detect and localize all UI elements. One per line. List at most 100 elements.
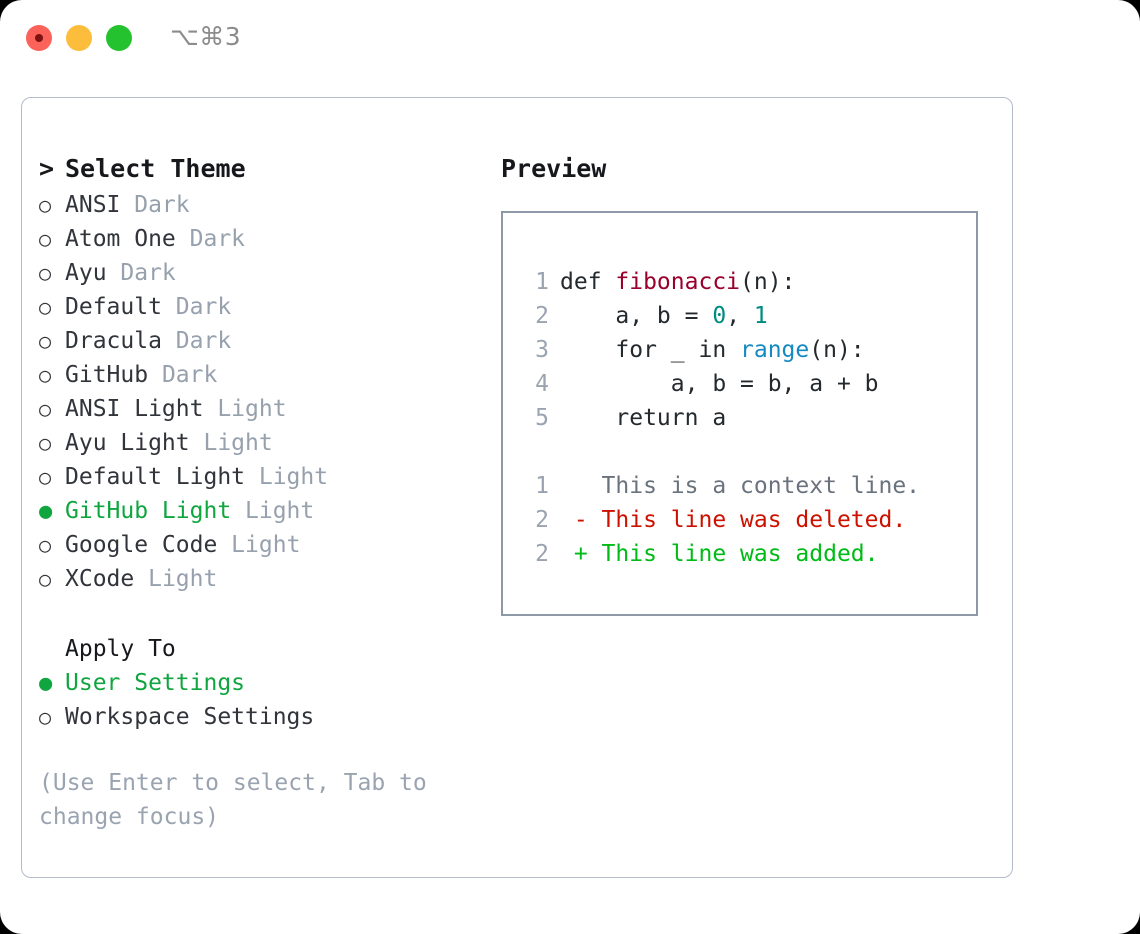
theme-option-variant: Dark	[106, 260, 176, 286]
theme-option-atom-one[interactable]: ○ Atom One Dark	[39, 222, 479, 256]
apply-to-option-label: Workspace Settings	[65, 704, 315, 730]
theme-option-label: Dracula	[65, 328, 162, 354]
radio-unselected-icon: ○	[39, 465, 52, 489]
code-line-number: 2	[535, 303, 549, 329]
theme-option-variant: Light	[189, 430, 273, 456]
radio-unselected-icon: ○	[39, 227, 52, 251]
code-line: 1 def fibonacci(n):	[519, 265, 970, 299]
preview-heading: Preview	[501, 154, 607, 183]
code-token-plain: def	[560, 269, 616, 295]
select-theme-heading: > Select Theme	[39, 150, 479, 188]
code-token-func: fibonacci	[615, 269, 741, 295]
theme-option-ansi-light[interactable]: ○ ANSI Light Light	[39, 392, 479, 426]
radio-unselected-icon: ○	[39, 705, 52, 729]
radio-unselected-icon: ○	[39, 397, 52, 421]
diff-line-content: + This line was added.	[560, 541, 879, 567]
code-token-plain: (n):	[740, 269, 796, 295]
radio-unselected-icon: ○	[39, 533, 52, 557]
code-line-number: 4	[535, 371, 549, 397]
code-token-plain: return a	[560, 405, 727, 431]
select-theme-title: Select Theme	[65, 154, 246, 183]
radio-selected-icon: ●	[39, 671, 53, 696]
code-line: 3 for _ in range(n):	[519, 333, 970, 367]
code-line-number: 1	[535, 269, 549, 295]
keyboard-hint-text: (Use Enter to select, Tab to change focu…	[39, 770, 427, 830]
code-line-content: a, b = b, a + b	[560, 367, 879, 401]
code-line-content: a, b = 0, 1	[560, 299, 768, 333]
code-token-num: 0	[712, 303, 727, 329]
apply-to-option-label: User Settings	[65, 670, 246, 696]
diff-line-number: 2	[535, 507, 549, 533]
theme-option-variant: Dark	[120, 192, 190, 218]
apply-to-option-user-settings[interactable]: ● User Settings	[39, 666, 479, 700]
theme-option-variant: Light	[231, 498, 315, 524]
theme-option-label: Default	[65, 294, 162, 320]
diff-line-del: 2 - This line was deleted.	[519, 503, 970, 537]
diff-line-number: 1	[535, 473, 549, 499]
apply-to-section: Apply To ● User Settings ○ Workspace Settin…	[39, 632, 479, 734]
theme-option-label: ANSI Light	[65, 396, 204, 422]
theme-option-label: Google Code	[65, 532, 218, 558]
code-token-plain: a, b =	[560, 303, 713, 329]
theme-option-variant: Light	[217, 532, 301, 558]
code-line-content: for _ in range(n):	[560, 333, 865, 367]
diff-line-content: - This line was deleted.	[560, 507, 907, 533]
theme-option-label: Default Light	[65, 464, 246, 490]
radio-unselected-icon: ○	[39, 431, 52, 455]
theme-option-ayu-light[interactable]: ○Ayu Light Light	[39, 426, 479, 460]
diff-line-ctx: 1 This is a context line.	[519, 469, 970, 503]
title-bar: ⌥⌘3	[0, 0, 1140, 78]
radio-unselected-icon: ○	[39, 363, 52, 387]
theme-option-ayu[interactable]: ○Ayu Dark	[39, 256, 479, 290]
theme-option-variant: Dark	[175, 226, 246, 252]
radio-selected-icon: ●	[39, 499, 53, 524]
theme-option-variant: Light	[245, 464, 329, 490]
theme-list: ○ANSI Dark○Atom One Dark○Ayu Dark○Defaul…	[39, 188, 479, 596]
radio-unselected-icon: ○	[39, 295, 52, 319]
theme-option-dracula[interactable]: ○ Dracula Dark	[39, 324, 479, 358]
code-token-builtin: range	[740, 337, 810, 363]
theme-option-variant: Dark	[148, 362, 218, 388]
apply-to-title: Apply To	[65, 636, 176, 662]
window-shortcut-label: ⌥⌘3	[170, 22, 242, 51]
theme-option-variant: Dark	[161, 294, 232, 320]
code-token-plain: for _ in	[560, 337, 741, 363]
code-line: 2 a, b = 0, 1	[519, 299, 970, 333]
theme-option-ansi[interactable]: ○ ANSI Dark	[39, 188, 479, 222]
code-token-plain: (n):	[809, 337, 865, 363]
maximize-button-icon[interactable]	[106, 25, 132, 51]
theme-option-label: XCode	[65, 566, 135, 592]
close-button-icon[interactable]	[26, 25, 52, 51]
diff-line-number: 2	[535, 541, 549, 567]
radio-unselected-icon: ○	[39, 193, 52, 217]
theme-option-google-code[interactable]: ○ Google Code Light	[39, 528, 479, 562]
theme-picker-column: > Select Theme ○ANSI Dark○Atom One Dark○…	[39, 150, 479, 834]
apply-to-heading: Apply To	[39, 632, 479, 666]
radio-unselected-icon: ○	[39, 567, 52, 591]
minimize-button-icon[interactable]	[66, 25, 92, 51]
theme-option-default[interactable]: ○ Default Dark	[39, 290, 479, 324]
code-token-num: 1	[753, 303, 768, 329]
diff-lines: 1 This is a context line.2 - This line w…	[519, 469, 970, 571]
theme-option-label: GitHub	[65, 362, 149, 388]
theme-option-github[interactable]: ○ GitHub Dark	[39, 358, 479, 392]
window-controls	[26, 25, 132, 51]
theme-option-variant: Dark	[161, 328, 232, 354]
theme-option-xcode[interactable]: ○ XCode Light	[39, 562, 479, 596]
code-line-content: def fibonacci(n):	[560, 265, 795, 299]
theme-option-label: Atom One	[65, 226, 176, 252]
theme-option-default-light[interactable]: ○ Default Light Light	[39, 460, 479, 494]
theme-option-variant: Light	[134, 566, 218, 592]
code-token-plain: ,	[726, 303, 754, 329]
radio-unselected-icon: ○	[39, 329, 52, 353]
code-line: 4 a, b = b, a + b	[519, 367, 970, 401]
apply-to-option-workspace-settings[interactable]: ○ Workspace Settings	[39, 700, 479, 734]
main-panel: > Select Theme ○ANSI Dark○Atom One Dark○…	[21, 97, 1013, 878]
theme-option-label: ANSI	[65, 192, 121, 218]
theme-option-variant: Light	[203, 396, 287, 422]
theme-option-github-light[interactable]: ●GitHub Light Light	[39, 494, 479, 528]
